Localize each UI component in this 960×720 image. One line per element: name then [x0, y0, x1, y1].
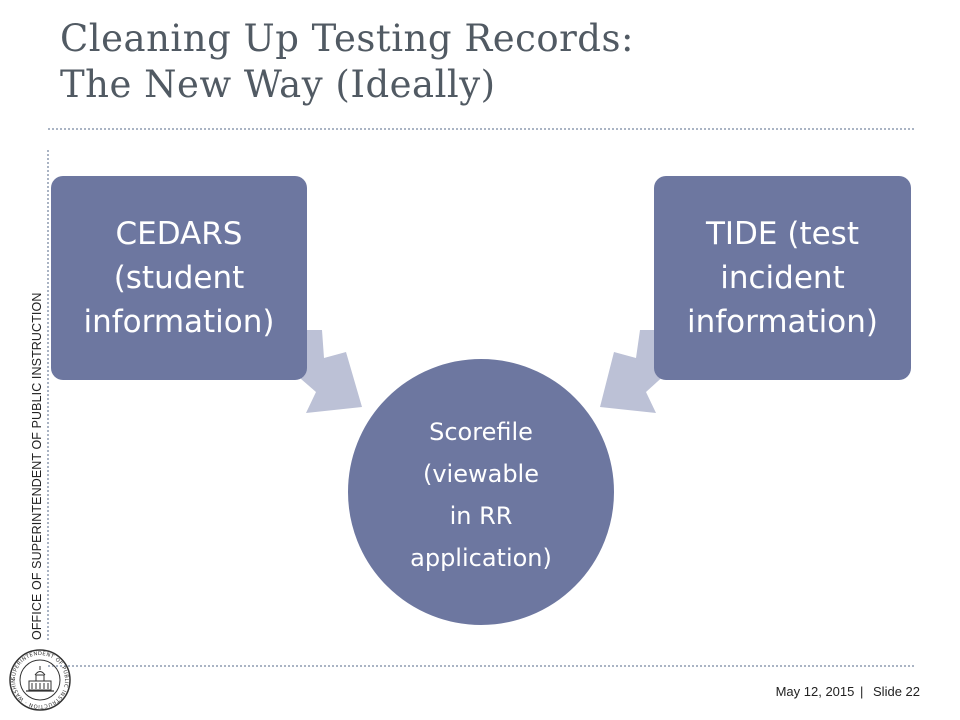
scorefile-node: Scorefile (viewable in RR application) — [345, 356, 617, 628]
cedars-line-2: (student — [113, 260, 245, 296]
arrow-tide-to-scorefile — [600, 330, 668, 413]
footer-date: May 12, 2015 — [775, 684, 855, 699]
seal-icon: SUPERINTENDENT OF PUBLIC INSTRUCTION · W… — [8, 648, 71, 711]
tide-line-2: incident — [720, 260, 845, 296]
top-divider — [48, 128, 914, 130]
footer-slide-number: Slide 22 — [873, 684, 920, 699]
tide-line-1: TIDE (test — [705, 216, 859, 252]
cedars-line-1: CEDARS — [115, 216, 243, 252]
cedars-node: CEDARS (student information) — [51, 176, 307, 380]
left-divider — [47, 150, 49, 640]
scorefile-line-2: (viewable — [422, 460, 539, 488]
bottom-divider — [48, 665, 914, 667]
slide-title-line-1: Cleaning Up Testing Records: — [60, 17, 634, 60]
cedars-line-3: information) — [83, 304, 275, 340]
scorefile-line-1: Scorefile — [429, 418, 533, 446]
scorefile-line-3: in RR — [449, 502, 513, 530]
footer-separator: | — [860, 684, 864, 699]
slide-title-line-2: The New Way (Ideally) — [60, 63, 496, 106]
tide-line-3: information) — [686, 304, 878, 340]
tide-node: TIDE (test incident information) — [654, 176, 911, 380]
scorefile-line-4: application) — [410, 544, 552, 572]
slide-title: Cleaning Up Testing Records: The New Way… — [60, 16, 920, 108]
arrow-cedars-to-scorefile — [293, 330, 362, 413]
slide-footer: May 12, 2015 | Slide 22 — [776, 684, 920, 699]
